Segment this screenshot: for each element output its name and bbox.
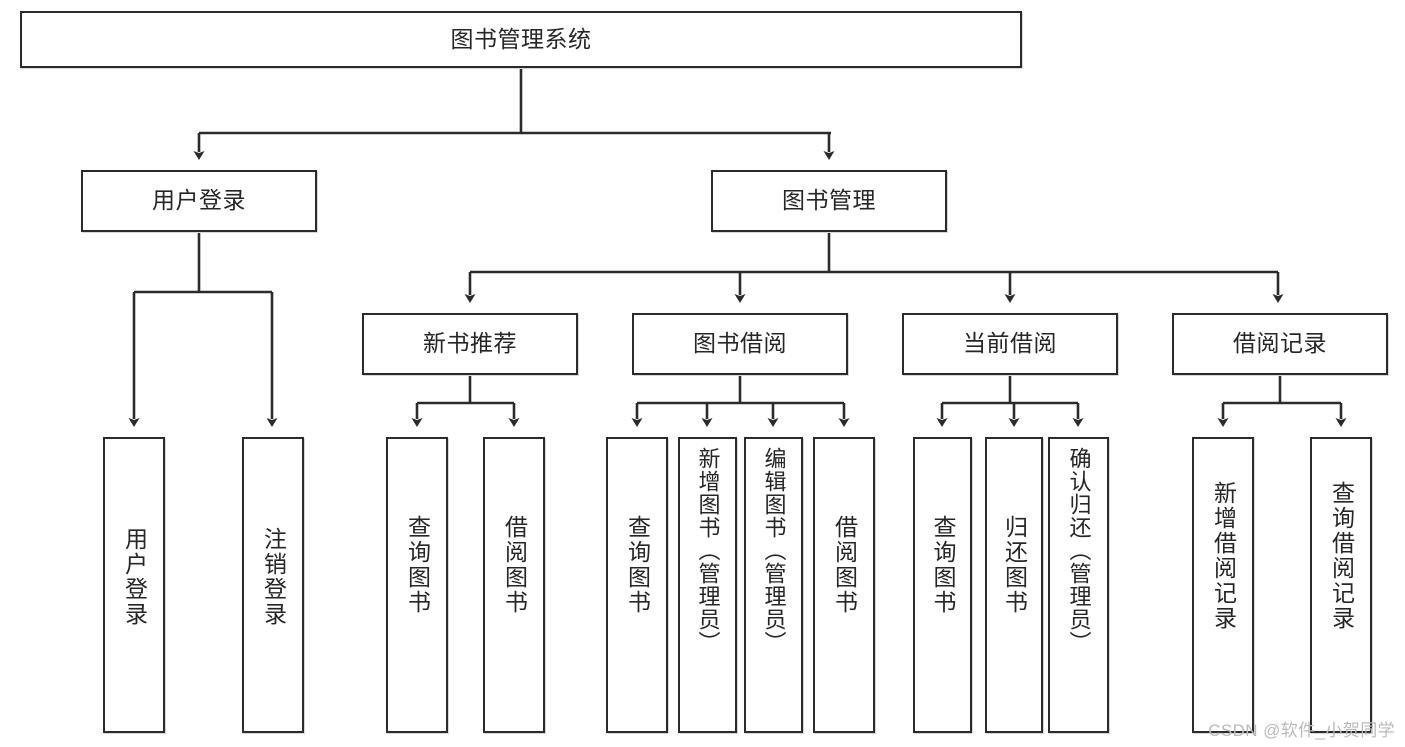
node-leaf-borrow-book-1[interactable]: 借阅图书 — [483, 437, 545, 733]
node-leaf-query-book-1[interactable]: 查询图书 — [386, 437, 448, 733]
node-current-borrow-label: 当前借阅 — [963, 330, 1057, 357]
node-borrow-record[interactable]: 借阅记录 — [1172, 313, 1388, 375]
node-new-book-recommend-label: 新书推荐 — [423, 330, 517, 357]
node-leaf-query-book-2-label: 查询图书 — [624, 515, 651, 615]
node-book-borrow-label: 图书借阅 — [693, 330, 787, 357]
node-leaf-query-book-1-label: 查询图书 — [404, 515, 431, 615]
node-borrow-record-label: 借阅记录 — [1233, 330, 1327, 357]
node-leaf-confirm-return-label: 确认归还（管理员） — [1066, 447, 1092, 654]
node-leaf-query-book-2[interactable]: 查询图书 — [606, 437, 668, 733]
node-leaf-user-login-label: 用户登录 — [121, 527, 148, 627]
node-leaf-return-book-label: 归还图书 — [1001, 515, 1028, 615]
node-leaf-add-record-label: 新增借阅记录 — [1210, 481, 1237, 631]
node-leaf-query-book-3-label: 查询图书 — [930, 515, 956, 615]
node-leaf-user-login[interactable]: 用户登录 — [103, 437, 165, 733]
node-leaf-query-book-3[interactable]: 查询图书 — [913, 437, 972, 733]
node-book-management-label: 图书管理 — [782, 187, 876, 214]
watermark-text: CSDN @软件_小贺同学 — [1208, 721, 1395, 740]
node-leaf-return-book[interactable]: 归还图书 — [985, 437, 1043, 733]
node-user-login[interactable]: 用户登录 — [81, 170, 317, 232]
node-leaf-borrow-book-2-label: 借阅图书 — [831, 515, 858, 615]
node-user-login-label: 用户登录 — [152, 187, 246, 214]
node-leaf-add-book-label: 新增图书（管理员） — [695, 447, 721, 654]
node-book-management[interactable]: 图书管理 — [711, 170, 947, 232]
node-leaf-borrow-book-2[interactable]: 借阅图书 — [813, 437, 875, 733]
node-book-borrow[interactable]: 图书借阅 — [632, 313, 848, 375]
node-root-label: 图书管理系统 — [450, 25, 592, 52]
node-leaf-edit-book[interactable]: 编辑图书（管理员） — [744, 437, 803, 733]
node-root[interactable]: 图书管理系统 — [20, 11, 1022, 68]
node-leaf-confirm-return[interactable]: 确认归还（管理员） — [1048, 437, 1109, 733]
node-leaf-borrow-book-1-label: 借阅图书 — [501, 515, 528, 615]
node-leaf-add-record[interactable]: 新增借阅记录 — [1192, 437, 1254, 733]
node-leaf-add-book[interactable]: 新增图书（管理员） — [678, 437, 737, 733]
node-leaf-user-logout-label: 注销登录 — [260, 527, 287, 627]
node-leaf-edit-book-label: 编辑图书（管理员） — [761, 447, 787, 654]
node-current-borrow[interactable]: 当前借阅 — [902, 313, 1118, 375]
node-new-book-recommend[interactable]: 新书推荐 — [362, 313, 578, 375]
node-leaf-query-record[interactable]: 查询借阅记录 — [1310, 437, 1372, 733]
node-leaf-user-logout[interactable]: 注销登录 — [242, 437, 304, 733]
node-leaf-query-record-label: 查询借阅记录 — [1328, 481, 1355, 631]
